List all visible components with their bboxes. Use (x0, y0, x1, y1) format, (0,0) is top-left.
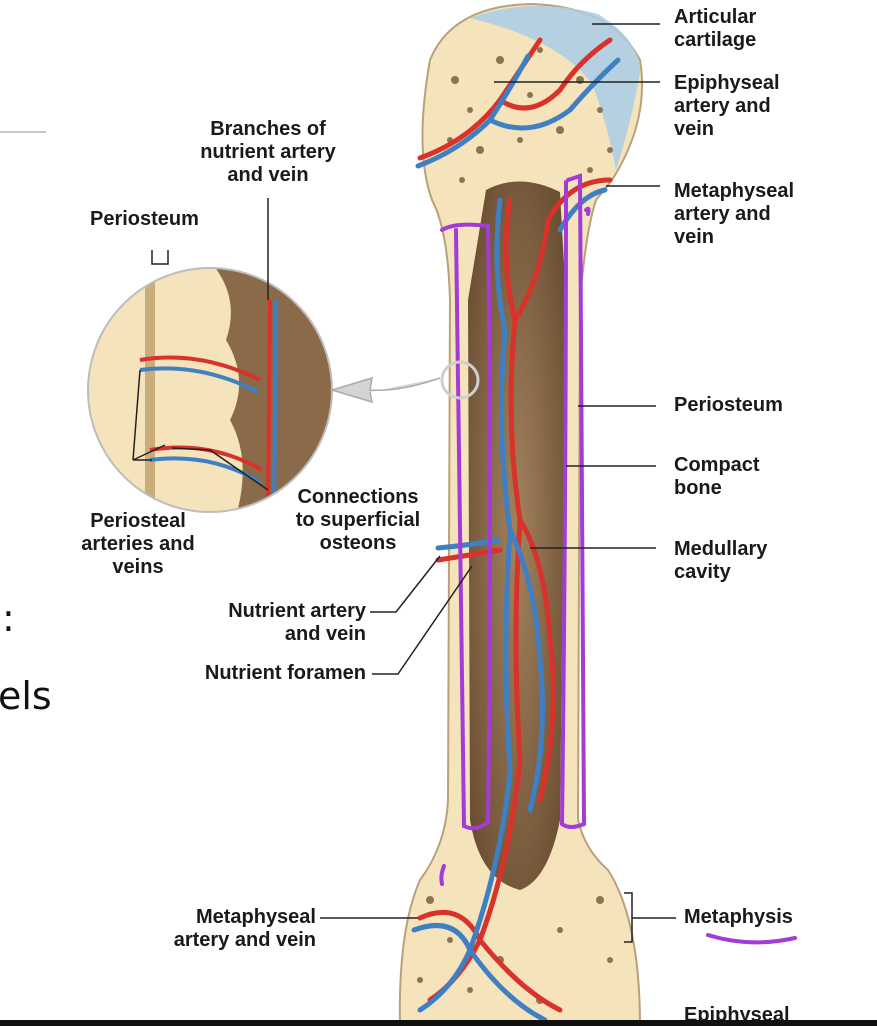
label-articular-cartilage: Articular cartilage (674, 6, 757, 51)
inset-magnified-view (88, 268, 332, 512)
slide-text-els: els (0, 674, 52, 718)
label-metaphyseal-artery-vein-left: Metaphyseal artery and vein (173, 906, 316, 951)
label-nutrient-artery-vein: Nutrient artery and vein (228, 600, 366, 645)
bottom-bar (0, 1020, 877, 1026)
label-periosteal-arteries-veins: Periosteal arteries and veins (81, 510, 195, 578)
magnify-arrow (329, 376, 441, 404)
label-metaphysis: Metaphysis (684, 906, 793, 928)
label-branches-nutrient: Branches of nutrient artery and vein (200, 118, 336, 186)
label-connections-osteons: Connections to superficial osteons (295, 486, 421, 554)
label-medullary-cavity: Medullary cavity (674, 538, 768, 583)
label-periosteum-inset: Periosteum (90, 208, 199, 230)
label-compact-bone: Compact bone (674, 454, 760, 499)
label-nutrient-foramen: Nutrient foramen (204, 662, 366, 684)
label-periosteum: Periosteum (674, 394, 783, 416)
leader-lines (132, 23, 676, 943)
label-metaphyseal-artery-vein-right: Metaphyseal artery and vein (674, 180, 795, 248)
label-epiphyseal-artery-vein: Epiphyseal artery and vein (674, 72, 780, 140)
purple-annotations (439, 173, 797, 945)
slide-text-colon: : (2, 596, 15, 640)
magnifier-ring (440, 360, 480, 400)
